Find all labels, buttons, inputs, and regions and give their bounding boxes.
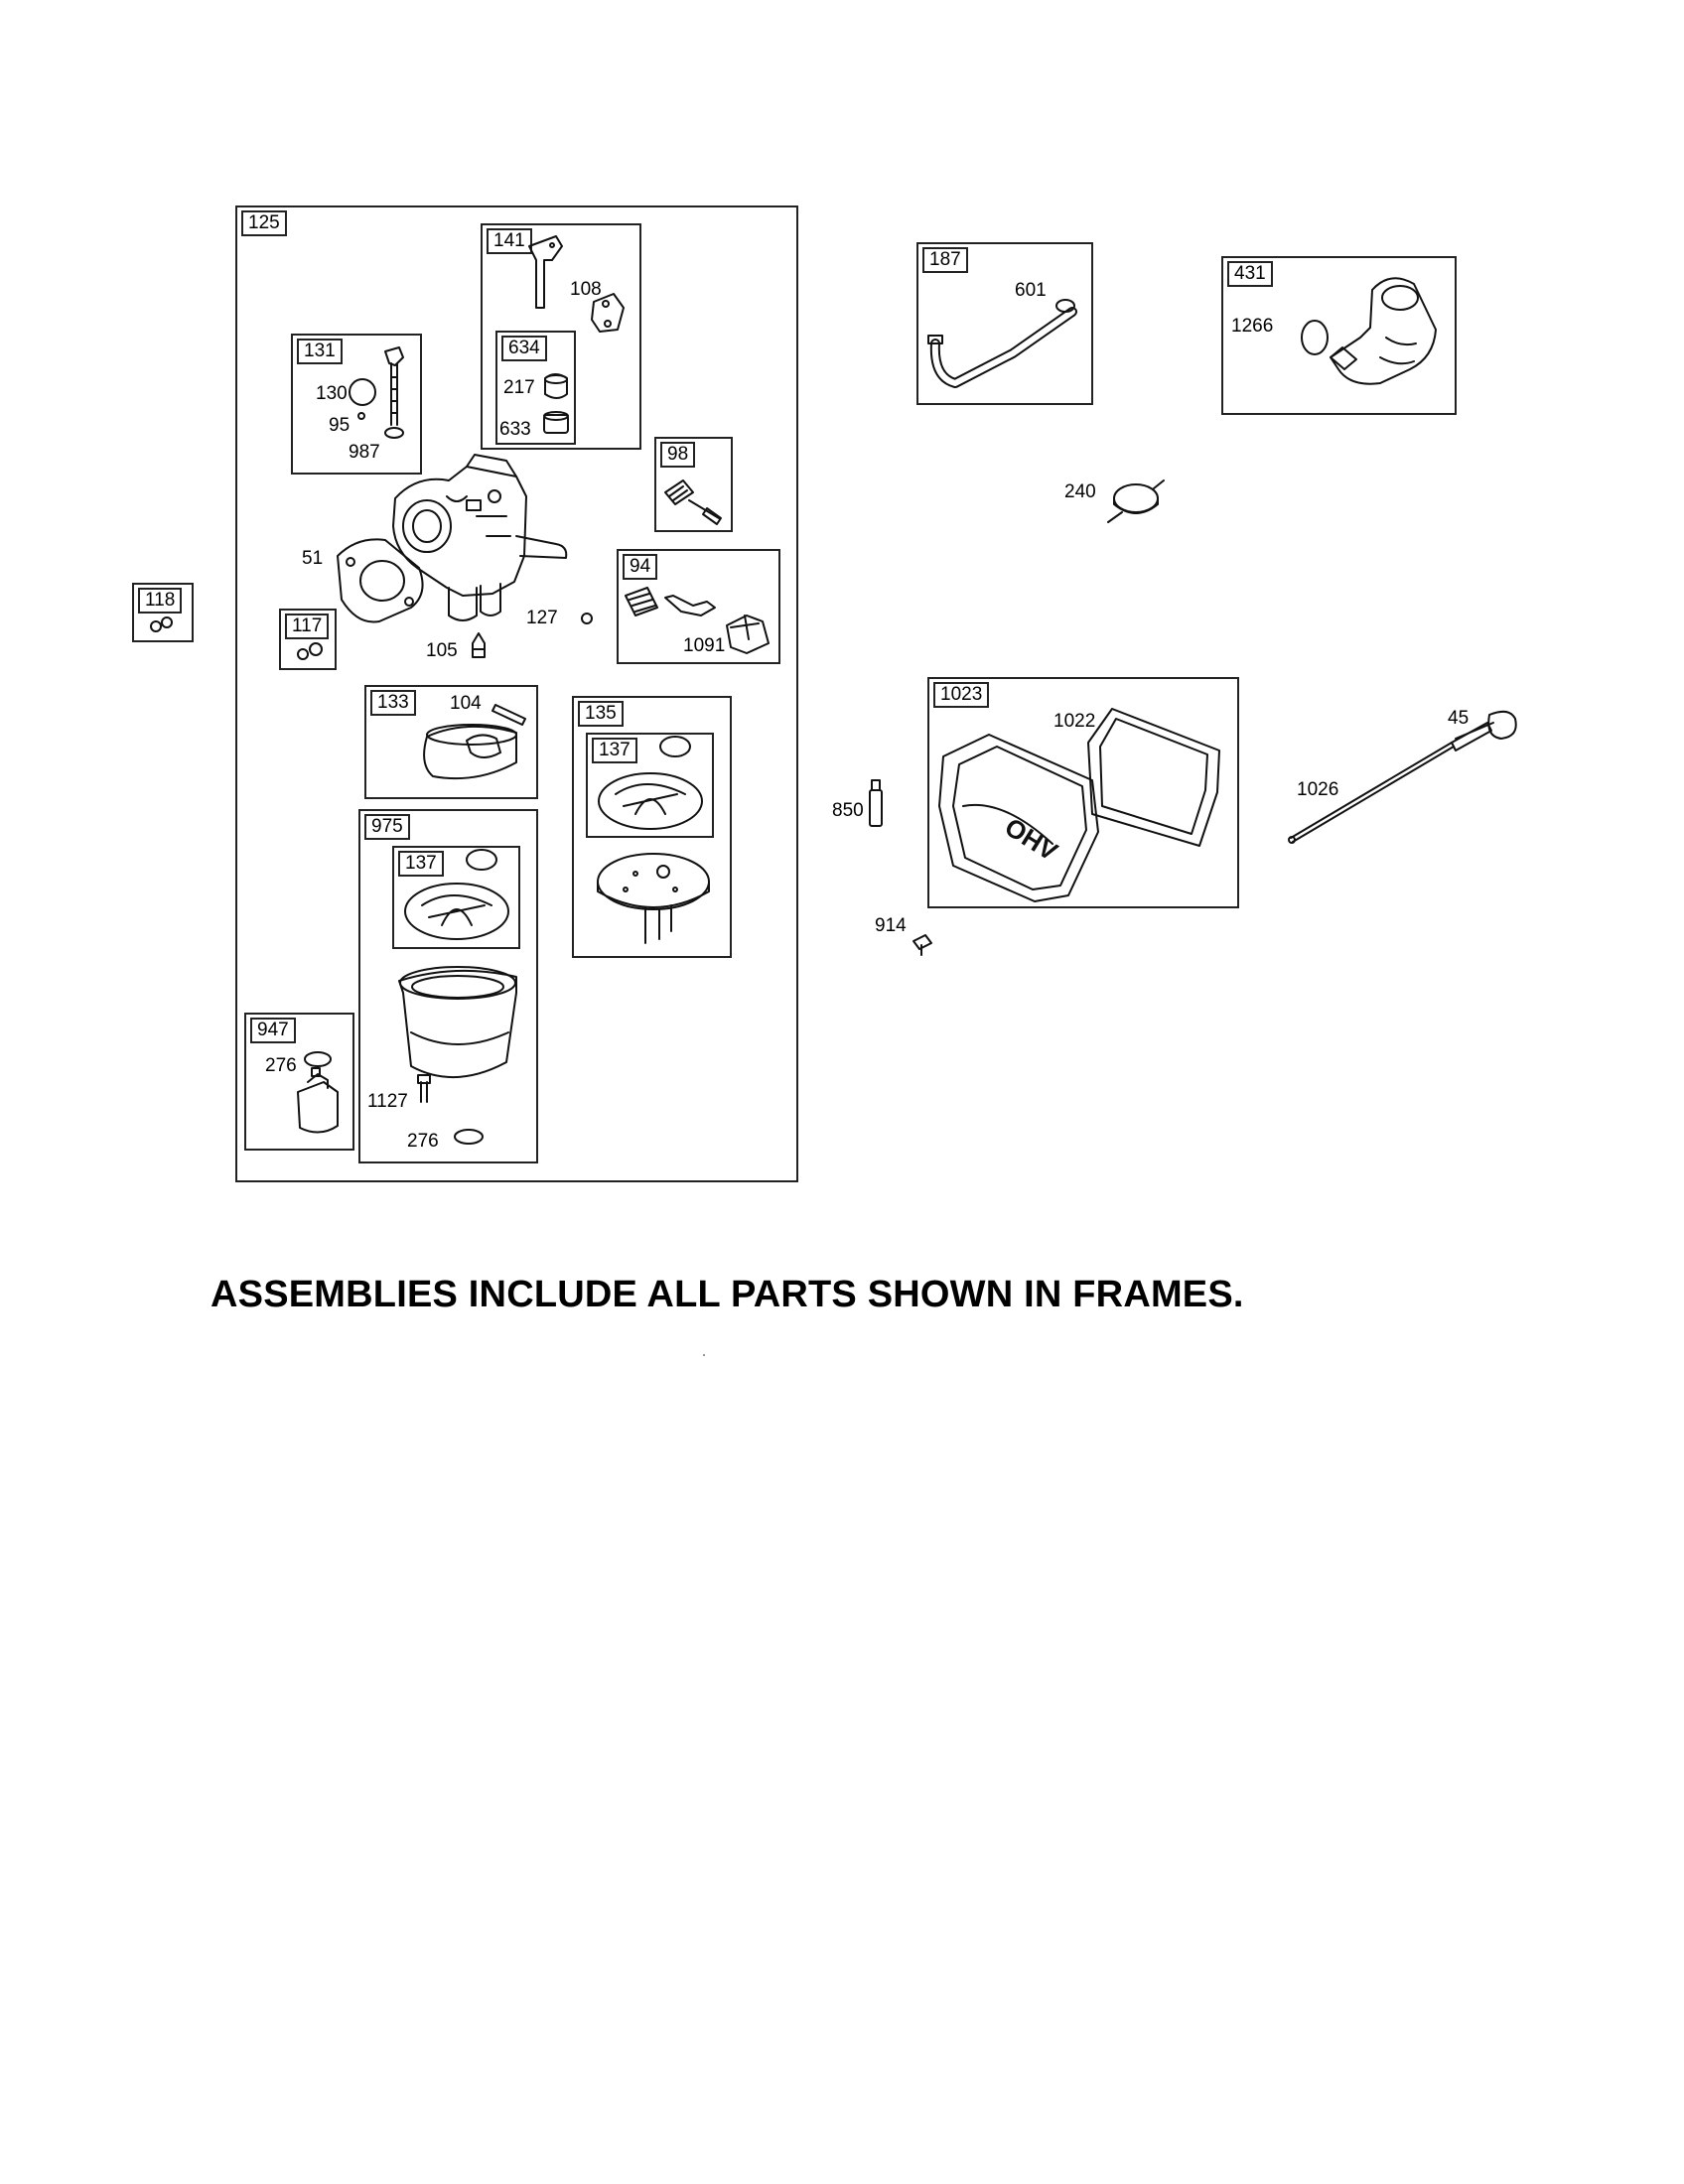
frame-1023: 1023	[927, 677, 1239, 908]
frame-tag-131: 131	[297, 339, 343, 364]
frame-tag-133: 133	[370, 690, 416, 716]
clip-127-icon	[581, 613, 593, 624]
gasket-1022-icon	[1087, 708, 1220, 847]
frame-tag-118: 118	[138, 588, 183, 614]
sealant-850-icon	[869, 779, 883, 827]
label-914: 914	[875, 915, 907, 936]
screw-1127-icon	[417, 1074, 431, 1103]
label-104: 104	[450, 693, 482, 714]
label-1091: 1091	[683, 635, 726, 656]
gasket-108-icon	[591, 293, 625, 333]
solenoid-947-icon	[297, 1067, 339, 1134]
throttle-plate-130-icon	[349, 378, 376, 406]
frame-431: 431	[1221, 256, 1457, 415]
valve-cover-1023-icon	[938, 734, 1099, 902]
throttle-shaft-icon	[384, 346, 404, 439]
label-108: 108	[570, 279, 602, 300]
frame-975: 975	[358, 809, 538, 1163]
frame-tag-975: 975	[364, 814, 410, 840]
valve-45-icon	[1451, 710, 1517, 751]
frame-tag-634: 634	[501, 336, 547, 361]
frame-131: 131	[291, 334, 422, 475]
float-bowl-icon	[398, 966, 517, 1079]
frame-tag-135: 135	[578, 701, 624, 727]
washer-276-lower-icon	[454, 1129, 484, 1145]
label-1266: 1266	[1231, 316, 1274, 337]
choke-shaft-icon	[528, 235, 563, 309]
needle-valve-105-icon	[472, 632, 486, 658]
float-bowl-plate-icon	[597, 853, 710, 944]
screw-117-icon	[297, 642, 323, 660]
o-ring-lower-icon	[466, 849, 497, 871]
o-ring-upper-icon	[659, 736, 691, 757]
label-633: 633	[499, 419, 531, 440]
label-1026: 1026	[1297, 779, 1339, 800]
frame-117: 117	[279, 609, 337, 670]
frame-135: 135	[572, 696, 732, 958]
frame-tag-1023: 1023	[933, 682, 990, 708]
gasket-137-lower-icon	[404, 883, 509, 940]
label-127: 127	[526, 608, 558, 628]
emblem-text: OHV	[1000, 812, 1063, 868]
frame-tag-137-upper: 137	[592, 738, 637, 763]
frame-tag-98: 98	[660, 442, 696, 468]
breather-tube-187-icon	[927, 299, 1077, 388]
frame-tag-94: 94	[623, 554, 658, 580]
float-133-icon	[423, 724, 517, 780]
label-276-lower: 276	[407, 1131, 439, 1152]
frame-tag-117: 117	[285, 614, 330, 639]
frame-98: 98	[654, 437, 733, 532]
screw-118-icon	[150, 616, 173, 632]
label-217: 217	[503, 377, 535, 398]
frame-tag-187: 187	[922, 247, 968, 273]
frame-118: 118	[132, 583, 194, 642]
push-rod-1026-icon	[1288, 742, 1455, 844]
scan-speck	[703, 1354, 705, 1356]
label-601: 601	[1015, 280, 1047, 301]
label-1127: 1127	[367, 1091, 408, 1112]
assembly-caption: ASSEMBLIES INCLUDE ALL PARTS SHOWN IN FR…	[210, 1274, 1244, 1315]
label-130: 130	[316, 383, 348, 404]
label-51: 51	[302, 548, 324, 569]
air-intake-elbow-431-icon	[1301, 277, 1437, 385]
frame-tag-125: 125	[241, 210, 287, 236]
gasket-137-upper-icon	[598, 772, 703, 830]
gasket-51-icon	[337, 538, 424, 623]
frame-tag-137-lower: 137	[398, 851, 444, 877]
frame-tag-141: 141	[487, 228, 532, 254]
frame-125: 125	[235, 205, 798, 1182]
bushing-633-icon	[543, 411, 569, 434]
frame-133: 133	[364, 685, 538, 799]
frame-94: 94	[617, 549, 780, 664]
idle-needle-98-icon	[664, 479, 722, 525]
frame-tag-431: 431	[1227, 261, 1273, 287]
label-276-upper: 276	[265, 1055, 297, 1076]
frame-634: 634	[495, 331, 576, 445]
frame-tag-947: 947	[250, 1018, 296, 1043]
frame-137-upper: 137	[586, 733, 714, 838]
frame-137-lower: 137	[392, 846, 520, 949]
label-240: 240	[1064, 481, 1096, 502]
screw-95-icon	[357, 412, 365, 420]
float-pin-104-icon	[491, 704, 526, 726]
frame-141: 141	[481, 223, 641, 450]
bolt-914-icon	[912, 934, 932, 956]
label-105: 105	[426, 640, 458, 661]
carburetor-body-icon	[392, 454, 568, 621]
washer-276-upper-icon	[304, 1051, 332, 1067]
frame-947: 947	[244, 1013, 354, 1151]
label-850: 850	[832, 800, 864, 821]
bushing-217-icon	[544, 373, 568, 399]
fuel-filter-240-icon	[1107, 479, 1165, 523]
frame-187: 187	[916, 242, 1093, 405]
label-1022: 1022	[1053, 711, 1096, 732]
label-45: 45	[1448, 708, 1470, 729]
label-95: 95	[329, 415, 351, 436]
main-jet-94-icon	[625, 587, 770, 654]
label-987: 987	[349, 442, 380, 463]
